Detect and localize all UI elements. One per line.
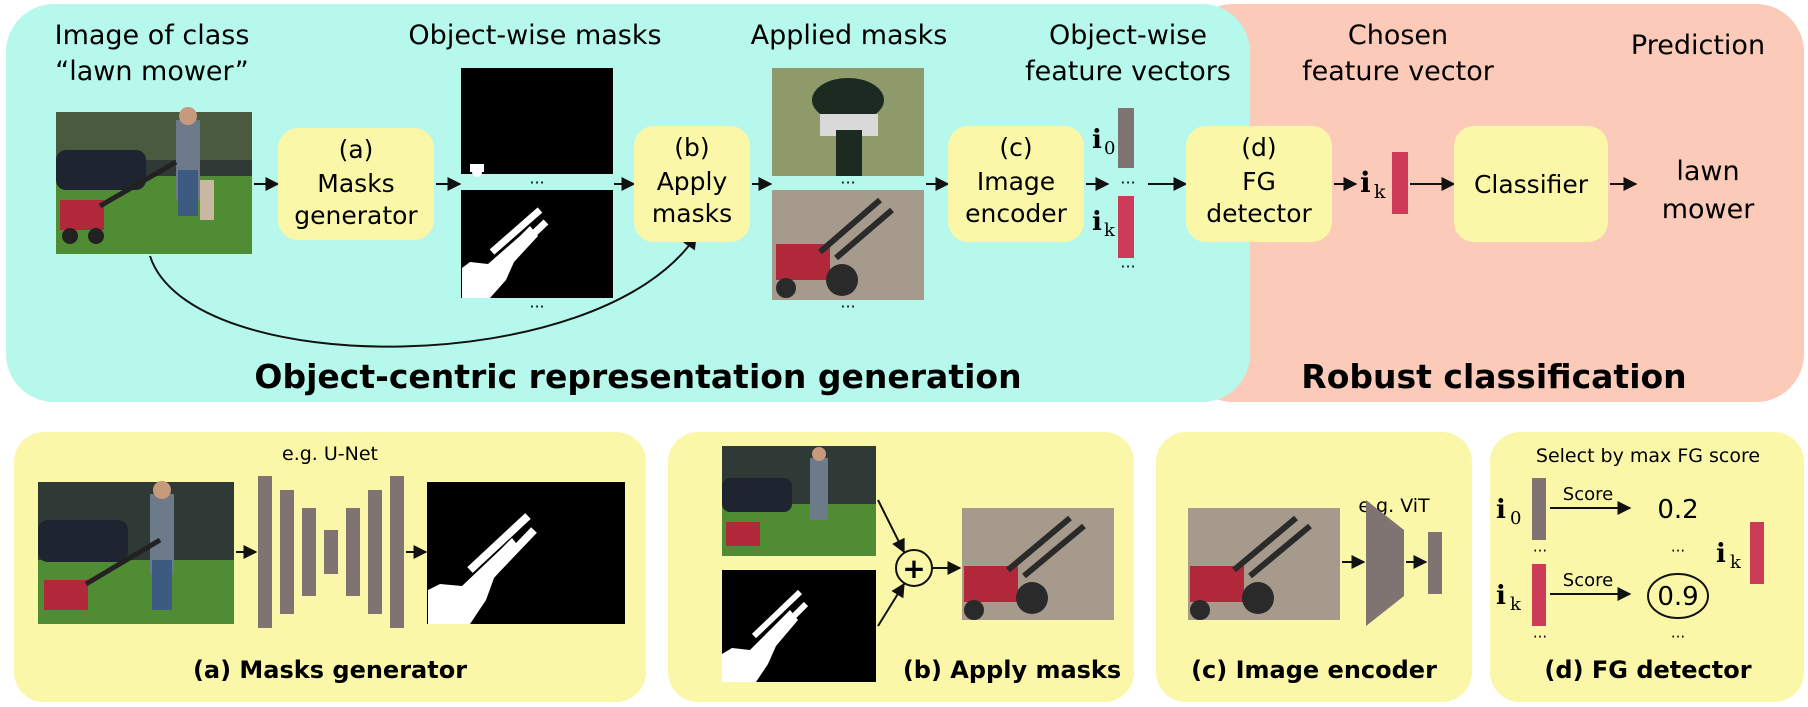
image-encoder-box <box>948 126 1084 242</box>
chosen-feature-vector <box>1392 152 1408 214</box>
box-c-line2: encoder <box>965 199 1068 228</box>
apply-masks-box <box>634 126 750 242</box>
d-ik-subscript: k <box>1510 594 1522 615</box>
masks-dots-1: ··· <box>529 173 544 192</box>
a-input-image <box>38 481 234 624</box>
feature-vector-ik <box>1118 196 1134 258</box>
c-output-vector <box>1428 532 1442 594</box>
d-dots-1: ··· <box>1533 542 1547 560</box>
feature-i0-subscript: 0 <box>1104 138 1115 159</box>
box-b-line2: masks <box>652 199 732 228</box>
box-a-line2: generator <box>294 201 418 230</box>
applied-mask-0 <box>772 68 924 176</box>
chosen-i-subscript: k <box>1374 181 1386 203</box>
d-dots-3: ··· <box>1533 628 1547 646</box>
heading-image-line2: “lawn mower” <box>55 56 249 87</box>
heading-chosen-line1: Chosen <box>1348 20 1448 51</box>
d-caption: (d) FG detector <box>1544 656 1751 684</box>
masks-dots-2: ··· <box>529 297 544 316</box>
prediction-line2: mower <box>1662 194 1756 225</box>
box-d-label: (d) <box>1241 133 1276 162</box>
box-a-line1: Masks <box>317 169 394 198</box>
b-plus-sign: + <box>902 552 925 585</box>
c-input-image <box>1188 508 1340 620</box>
classifier-box <box>1454 126 1608 242</box>
applied-dots-1: ··· <box>840 173 855 192</box>
d-vector-ik <box>1532 564 1546 626</box>
d-score-value-2: 0.9 <box>1657 582 1698 612</box>
fg-detector-panel <box>1490 432 1804 702</box>
mask-image-k <box>461 190 613 298</box>
d-score-label-2: Score <box>1563 570 1613 591</box>
mask-image-0 <box>461 68 613 177</box>
fg-detector-box <box>1186 126 1332 242</box>
input-image <box>56 107 252 254</box>
feature-i0-symbol: i <box>1092 125 1102 155</box>
heading-features-line2: feature vectors <box>1025 56 1231 87</box>
applied-dots-2: ··· <box>840 297 855 316</box>
d-out-symbol: i <box>1716 539 1726 569</box>
box-d-line1: FG <box>1242 167 1276 196</box>
box-c-line1: Image <box>977 167 1055 196</box>
d-i0-symbol: i <box>1496 495 1506 525</box>
heading-image-line1: Image of class <box>55 20 250 51</box>
a-note: e.g. U-Net <box>282 443 378 465</box>
features-dots-1: ··· <box>1120 173 1135 192</box>
prediction-line1: lawn <box>1676 156 1739 187</box>
d-score-value-1: 0.2 <box>1657 495 1698 525</box>
vit-encoder-shape <box>1366 500 1404 626</box>
box-b-label: (b) <box>674 133 709 162</box>
c-caption: (c) Image encoder <box>1191 656 1437 684</box>
classifier-label: Classifier <box>1474 170 1589 199</box>
box-a-label: (a) <box>339 135 374 164</box>
box-b-line1: Apply <box>657 167 728 196</box>
d-i0-subscript: 0 <box>1510 508 1521 529</box>
features-dots-2: ··· <box>1120 257 1135 276</box>
heading-applied: Applied masks <box>751 20 948 51</box>
d-ik-symbol: i <box>1496 581 1506 611</box>
feature-vector-i0 <box>1118 108 1134 168</box>
section-object-centric: Object-centric representation generation <box>254 357 1021 396</box>
b-input-image <box>722 446 876 556</box>
object-centric-panel <box>6 4 1250 402</box>
feature-ik-symbol: i <box>1092 207 1102 237</box>
d-score-highlight <box>1647 573 1709 619</box>
box-d-line2: detector <box>1206 199 1312 228</box>
feature-ik-subscript: k <box>1104 220 1116 241</box>
a-caption: (a) Masks generator <box>193 656 467 684</box>
heading-masks: Object-wise masks <box>408 20 661 51</box>
heading-chosen-line2: feature vector <box>1302 56 1495 87</box>
d-score-label-1: Score <box>1563 484 1613 505</box>
masks-generator-box <box>278 128 434 240</box>
d-vector-i0 <box>1532 478 1546 540</box>
b-caption: (b) Apply masks <box>903 656 1121 684</box>
heading-features-line1: Object-wise <box>1049 20 1207 51</box>
d-output-vector <box>1750 522 1764 584</box>
d-dots-4: ··· <box>1671 628 1685 646</box>
box-c-label: (c) <box>999 133 1032 162</box>
a-output-mask <box>427 482 625 624</box>
unet-bars <box>258 476 404 628</box>
b-mask-image <box>722 570 876 682</box>
chosen-i-symbol: i <box>1360 166 1371 199</box>
b-output-image <box>962 508 1114 620</box>
d-title: Select by max FG score <box>1536 445 1760 467</box>
d-dots-2: ··· <box>1671 542 1685 560</box>
heading-prediction: Prediction <box>1631 30 1765 61</box>
section-robust: Robust classification <box>1301 357 1686 396</box>
d-out-subscript: k <box>1730 552 1742 573</box>
applied-mask-k <box>772 190 924 300</box>
